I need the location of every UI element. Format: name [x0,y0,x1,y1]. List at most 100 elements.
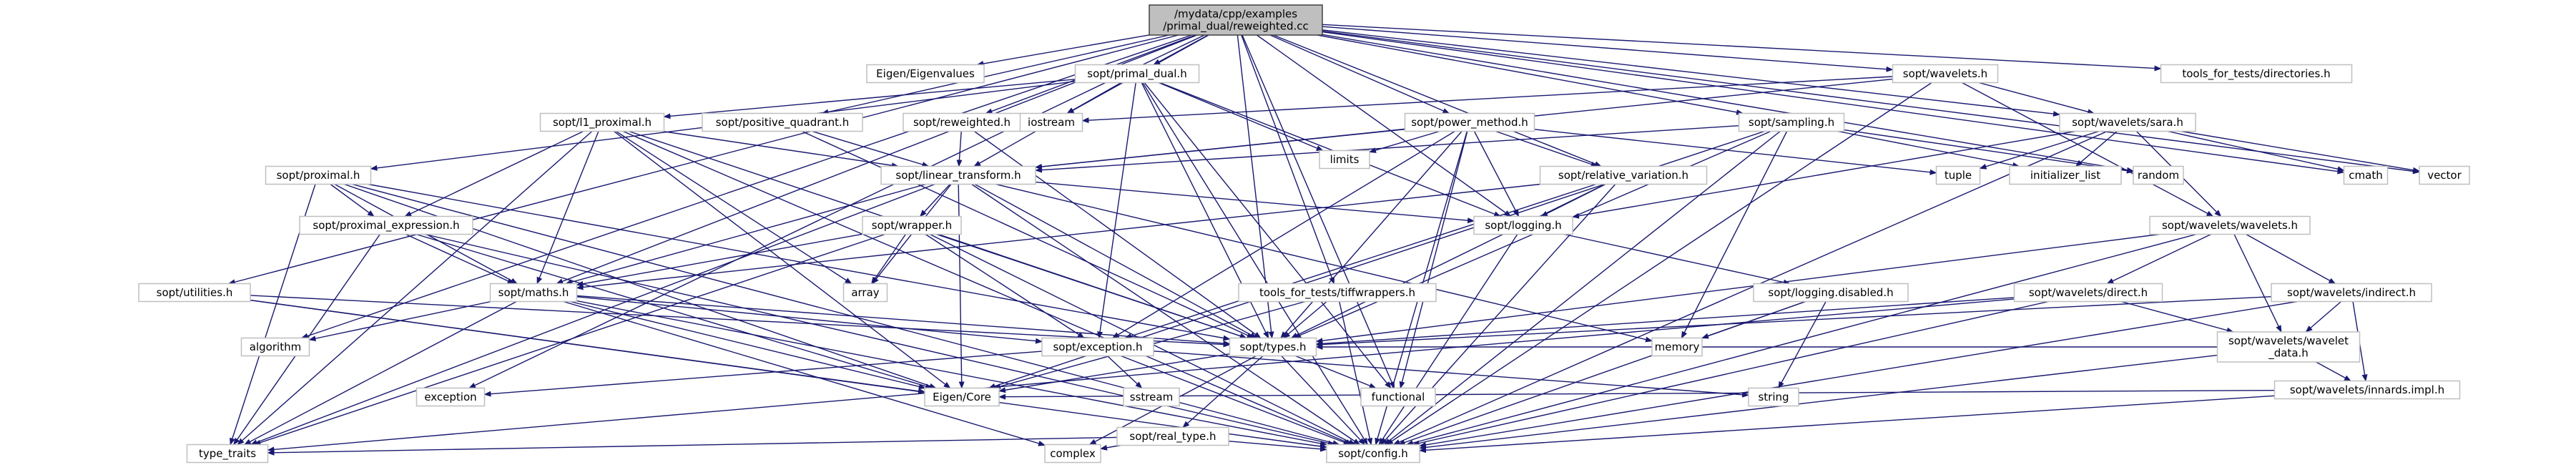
node-functional[interactable]: functional [1360,387,1436,407]
node-sara[interactable]: sopt/wavelets/sara.h [2059,112,2196,132]
node-relative_variation[interactable]: sopt/relative_variation.h [1539,165,1708,185]
node-types[interactable]: sopt/types.h [1229,337,1317,357]
node-label: sopt/types.h [1239,341,1306,353]
node-label: sopt/reweighted.h [913,116,1011,129]
node-tiffwrappers[interactable]: tools_for_tests/tiffwrappers.h [1238,283,1437,303]
node-wavelets_h[interactable]: sopt/wavelets.h [1892,64,1999,84]
node-eigen_core[interactable]: Eigen/Core [924,387,1000,407]
edge-sara-to-logging [1572,130,2075,219]
edge-reweighted_h-to-types [973,130,1262,339]
node-box [1044,444,1101,464]
nodes: /mydata/cpp/examples/primal_dual/reweigh… [138,4,2470,464]
node-utilities[interactable]: sopt/utilities.h [138,283,251,303]
node-wavelets_wavelets[interactable]: sopt/wavelets/wavelets.h [2149,215,2311,235]
node-box [2059,112,2196,132]
edge-root-to-utilities [227,34,1179,285]
edge-power_method-to-linear_transform [1035,128,1405,170]
edge-wavelets_h-to-config [1385,82,1932,446]
node-maths[interactable]: sopt/maths.h [489,283,578,303]
node-box [1319,150,1370,170]
node-proximal_expression[interactable]: sopt/proximal_expression.h [299,215,473,235]
node-innards[interactable]: sopt/wavelets/innards.impl.h [2273,380,2461,400]
edge-power_method-to-types [1280,131,1462,339]
edge-root-to-relative_variation [1273,34,1602,167]
node-primal_dual[interactable]: sopt/primal_dual.h [1074,64,1200,84]
edge-maths-to-eigen_core [570,300,926,390]
node-wavelets_indirect[interactable]: sopt/wavelets/indirect.h [2271,283,2432,303]
node-real_type[interactable]: sopt/real_type.h [1116,426,1229,446]
node-label: sopt/wavelets/indirect.h [2287,286,2416,299]
node-box [489,283,578,303]
node-box [1738,112,1845,132]
node-tools_dirs[interactable]: tools_for_tests/directories.h [2160,64,2353,84]
edge-relative_variation-to-types [1290,183,1606,339]
node-sampling[interactable]: sopt/sampling.h [1738,112,1845,132]
node-cmath[interactable]: cmath [2343,165,2389,185]
node-label: sopt/primal_dual.h [1087,67,1186,81]
node-random[interactable]: random [2133,165,2184,185]
node-box [1753,283,1909,303]
node-initializer_list[interactable]: initializer_list [2009,165,2122,185]
node-power_method[interactable]: sopt/power_method.h [1404,112,1535,132]
node-box [2149,215,2311,235]
node-label: sopt/wavelets/innards.impl.h [2290,383,2444,396]
edge-types-to-eigen_core [998,353,1230,393]
node-complex[interactable]: complex [1044,444,1101,464]
node-limits[interactable]: limits [1319,150,1370,170]
node-box [1116,426,1229,446]
node-exception[interactable]: exception [416,387,486,407]
node-memory[interactable]: memory [1651,337,1703,357]
node-logging[interactable]: sopt/logging.h [1473,215,1573,235]
node-type_traits[interactable]: type_traits [186,444,269,464]
edge-sampling-to-config [1384,130,1781,446]
node-eigen_values[interactable]: Eigen/Eigenvalues [866,64,985,84]
edge-proximal-to-config [352,183,1340,446]
node-config[interactable]: sopt/config.h [1326,444,1420,464]
edge-reweighted_h-to-linear_transform [956,131,963,167]
node-array[interactable]: array [842,283,888,303]
node-sstream[interactable]: sstream [1123,387,1180,407]
node-label: sopt/l1_proximal.h [553,116,652,129]
edge-types-to-functional [1294,355,1377,389]
node-exception_h[interactable]: sopt/exception.h [1041,337,1154,357]
edge-power_method-to-functional [1399,131,1468,389]
node-label: sopt/relative_variation.h [1558,169,1688,182]
node-iostream[interactable]: iostream [1019,112,1083,132]
edge-relative_variation-to-exception_h [1124,183,1596,339]
node-vector[interactable]: vector [2419,165,2470,185]
edge-wrapper-to-type_traits [253,233,885,446]
edge-root-to-wavelets_h [1322,26,1894,72]
node-label: initializer_list [2030,169,2100,182]
node-label: sopt/power_method.h [1411,116,1528,129]
node-logging_disabled[interactable]: sopt/logging.disabled.h [1753,283,1909,303]
edge-wavelets_wavelets-to-config [1405,233,2197,446]
edge-l1_proximal-to-config [622,130,1353,446]
edge-linear_transform-to-config [971,183,1361,446]
node-string[interactable]: string [1748,387,1799,407]
node-label: memory [1655,341,1700,353]
node-positive_quadrant[interactable]: sopt/positive_quadrant.h [702,112,863,132]
node-label: tuple [1945,169,1972,182]
edge-sara-to-tuple [1979,130,2100,170]
edge-wavelets_indirect-to-types [1315,295,2272,348]
node-proximal[interactable]: sopt/proximal.h [265,165,372,185]
edge-linear_transform-to-type_traits [250,183,935,446]
edge-primal_dual-to-limits [1158,82,1324,152]
node-wavelets_direct[interactable]: sopt/wavelets/direct.h [2013,283,2163,303]
node-wrapper[interactable]: sopt/wrapper.h [862,215,962,235]
node-label: random [2138,169,2179,182]
edge-linear_transform-to-memory [996,183,1653,343]
edge-sara-to-vector [2181,130,2420,173]
node-box [2343,165,2389,185]
edge-wavelets_wavelets-to-wavelets_direct [2106,233,2211,285]
node-linear_transform[interactable]: sopt/linear_transform.h [880,165,1036,185]
node-tuple[interactable]: tuple [1935,165,1981,185]
node-algorithm[interactable]: algorithm [240,337,310,357]
node-l1_proximal[interactable]: sopt/l1_proximal.h [539,112,665,132]
node-reweighted_h[interactable]: sopt/reweighted.h [903,112,1021,132]
node-box [2013,283,2163,303]
node-wavelet_data[interactable]: sopt/wavelets/wavelet_data.h [2216,331,2361,363]
node-box [2419,165,2470,185]
node-box [2273,380,2461,400]
